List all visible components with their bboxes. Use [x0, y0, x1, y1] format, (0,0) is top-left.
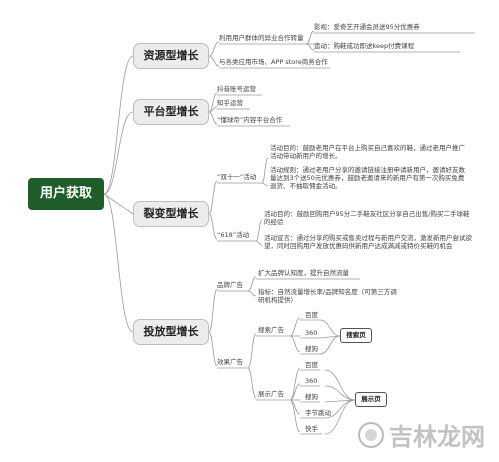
category-fission: 裂变型增长: [133, 201, 209, 227]
resource-video: 影视：爱奇艺开通会员送95分优惠券: [314, 23, 420, 31]
platform-zhihu: 知乎运营: [217, 99, 243, 107]
ads-display: 展示广告: [258, 390, 284, 398]
ads-brand-metric: 指标：自然流量增长率/品牌知名度（可第三方调研机构提供）: [258, 288, 397, 305]
resource-sport: 运动：购鞋成功即送keep付费课程: [314, 42, 415, 50]
search-item-360: 360: [305, 329, 318, 337]
platform-douyin: 抖音账号运营: [217, 85, 256, 93]
category-platform: 平台型增长: [133, 99, 209, 125]
ads-brand-awareness: 扩大品牌认知度，提升自然流量: [258, 269, 349, 277]
fission-d11-rule: 活动规则：通过老用户分享的邀请链接注册申请新用户，邀请好友数量达到3个送50元优…: [270, 166, 465, 191]
display-item-bytedance: 字节跳动: [305, 409, 331, 417]
resource-app-store: 与各类应用市场、APP store商务合作: [219, 58, 328, 66]
watermark-text: 吉林龙网: [389, 422, 485, 451]
category-resource: 资源型增长: [133, 43, 209, 69]
fission-d11-goal: 活动目的：鼓励老用户在平台上购买自己喜欢的鞋，通过老用户推广活动带动新用户的增长…: [270, 144, 465, 161]
resource-community: 利用用户群体的异业合作转量: [219, 34, 304, 42]
search-item-baidu: 百度: [305, 311, 318, 319]
display-item-360: 360: [305, 377, 318, 385]
ads-search: 搜索广告: [258, 326, 284, 334]
fission-double11: “双十一”活动: [217, 173, 257, 181]
display-page-tag: 展示页: [355, 392, 387, 407]
watermark-logo-icon: [358, 421, 384, 448]
ads-brand: 品牌广告: [217, 281, 243, 289]
ads-effect: 效果广告: [217, 358, 243, 366]
display-item-kuaishou: 快手: [305, 425, 318, 433]
platform-dongchedi: “懂球帝”内容平台合作: [217, 116, 283, 124]
category-ads: 投放型增长: [133, 319, 209, 345]
watermark: 吉林龙网: [358, 417, 485, 452]
fission-618: “618”活动: [217, 231, 250, 239]
search-item-sogou: 搜狗: [305, 345, 318, 353]
fission-618-goal: 活动目的：鼓励回购用户95分二手鞋友社区分享自己出售/购买二手球鞋的经验: [264, 210, 470, 227]
search-page-tag: 搜索页: [340, 328, 372, 343]
display-item-sogou: 搜狗: [305, 393, 318, 401]
display-item-baidu: 百度: [305, 361, 318, 369]
root-node: 用户获取: [28, 178, 104, 210]
fission-618-rule: 活动宣言：通过分享的购买或售卖过程与新用户交流，激发新用户尝试欲望，同时回购用户…: [264, 234, 472, 251]
